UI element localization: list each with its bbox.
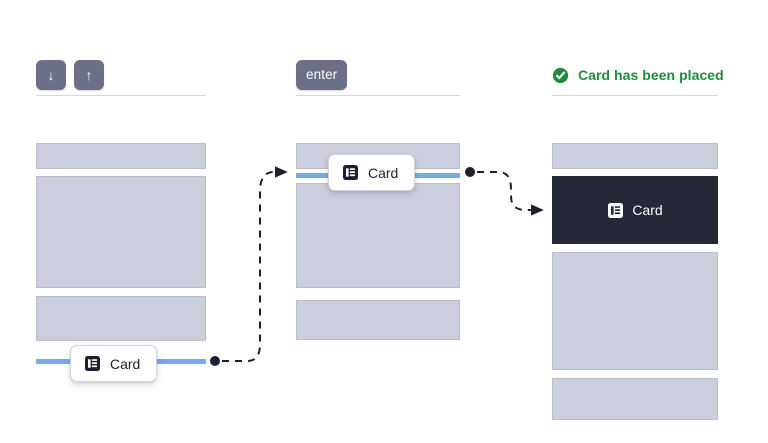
placed-card-label: Card (632, 202, 663, 218)
placeholder-block (552, 143, 718, 169)
placeholder-block (36, 176, 206, 288)
panel-2-header: enter (296, 58, 348, 92)
dragging-card-chip[interactable]: Card (70, 345, 158, 382)
panel-pick-up-step: ↓ ↑ (36, 0, 206, 443)
placeholder-block (296, 300, 460, 340)
panel-3-header: Card has been placed (552, 58, 724, 92)
connector-pickup-to-confirm (210, 166, 288, 366)
connector-confirm-to-placed (465, 167, 544, 216)
status-badge: Card has been placed (552, 67, 724, 84)
card-chip-label: Card (110, 355, 141, 372)
key-arrow-up[interactable]: ↑ (74, 60, 104, 90)
panel-placed-step: Card has been placed Card (552, 0, 724, 443)
placeholder-block (552, 252, 718, 370)
check-circle-icon (552, 67, 569, 84)
card-chip-label: Card (368, 164, 399, 181)
panel-3-divider (552, 95, 718, 96)
placeholder-block (36, 296, 206, 341)
placed-card[interactable]: Card (552, 176, 718, 244)
panel-confirm-step: enter (296, 0, 460, 443)
placeholder-block (552, 378, 718, 420)
card-icon (342, 164, 359, 181)
panel-1-header: ↓ ↑ (36, 58, 104, 92)
placeholder-block (296, 183, 460, 288)
status-badge-label: Card has been placed (578, 67, 724, 83)
dragging-card-chip[interactable]: Card (328, 154, 416, 191)
key-arrow-down[interactable]: ↓ (36, 60, 66, 90)
key-enter[interactable]: enter (296, 60, 348, 90)
panel-2-divider (296, 95, 460, 96)
panel-1-divider (36, 95, 206, 96)
card-icon (607, 202, 624, 219)
placeholder-block (36, 143, 206, 169)
card-icon (84, 355, 101, 372)
